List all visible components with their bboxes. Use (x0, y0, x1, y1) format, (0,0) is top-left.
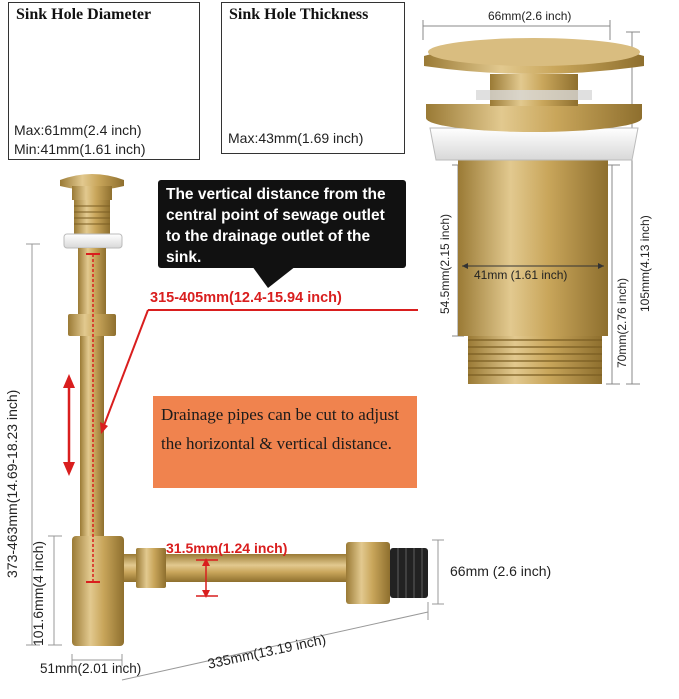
hole-thickness-title: Sink Hole Thickness (229, 6, 369, 23)
drain-total-height-label: 105mm(4.13 inch) (638, 215, 652, 312)
callout-pointer (252, 266, 296, 288)
drain-body-height-label: 70mm(2.76 inch) (615, 277, 629, 368)
trap-lower-height-label: 101.6mm(4 inch) (30, 540, 46, 646)
hole-diameter-title: Sink Hole Diameter (16, 6, 152, 23)
trap-total-height-label: 373-463mm(14.69-18.23 inch) (4, 389, 20, 578)
outlet-offset-label: 31.5mm(1.24 inch) (166, 540, 288, 556)
hole-thickness-max: Max:43mm(1.69 inch) (228, 130, 364, 146)
cut-pipes-note: Drainage pipes can be cut to adjust the … (153, 396, 417, 488)
base-width-label: 51mm(2.01 inch) (40, 661, 142, 676)
drain-body-width-label: 41mm (1.61 inch) (474, 268, 568, 282)
hole-diameter-min: Min:41mm(1.61 inch) (14, 141, 146, 157)
hole-diameter-box (8, 2, 200, 160)
bottle-trap-illustration (26, 174, 444, 681)
vertical-range-label: 315-405mm(12.4-15.94 inch) (150, 290, 342, 306)
outlet-diameter-label: 66mm (2.6 inch) (450, 563, 552, 579)
hole-diameter-max: Max:61mm(2.4 inch) (14, 122, 142, 138)
drain-thread-height-label: 54.5mm(2.15 inch) (438, 213, 452, 314)
vertical-distance-callout: The vertical distance from the central p… (158, 180, 406, 268)
popup-drain-illustration (422, 20, 644, 385)
drain-top-width-label: 66mm(2.6 inch) (488, 9, 572, 23)
hole-thickness-box (221, 2, 405, 154)
